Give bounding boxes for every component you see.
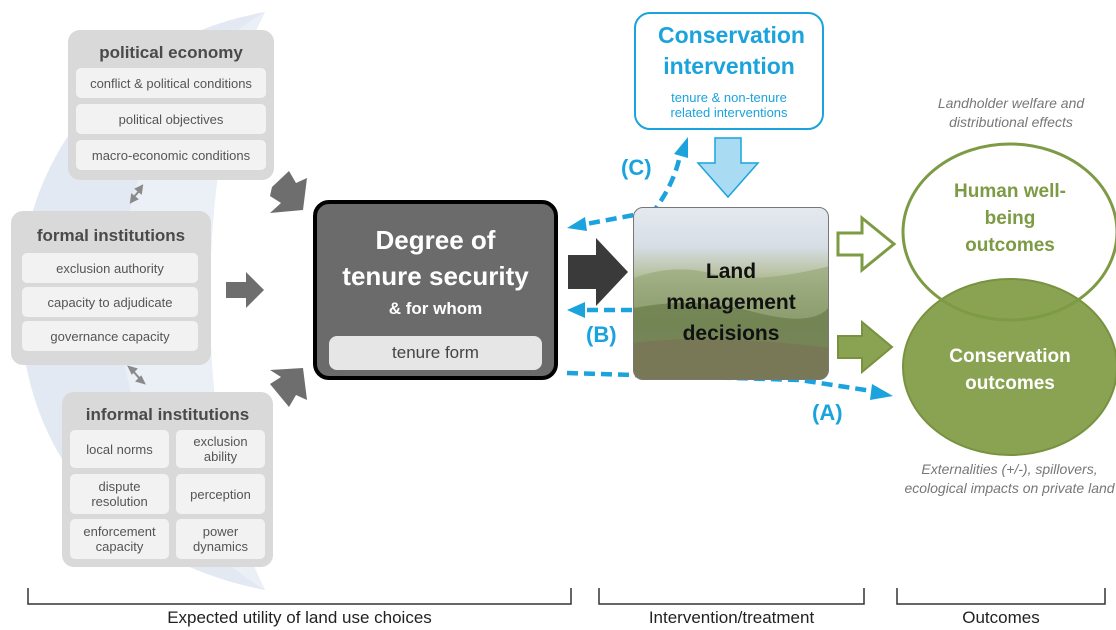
bottom-label-outcomes: Outcomes bbox=[962, 608, 1040, 627]
human-wellbeing-label: Human well-being outcomes bbox=[954, 181, 1066, 256]
political-economy-item: macro-economic conditions bbox=[76, 140, 266, 170]
informal-institutions-item: exclusion ability bbox=[176, 430, 265, 468]
arrow-informal-to-tenure bbox=[270, 368, 307, 407]
path-label-a: (A) bbox=[812, 400, 843, 425]
connector-political-formal bbox=[129, 184, 144, 204]
tenure-security-subtitle: & for whom bbox=[388, 299, 483, 318]
formal-institutions-item: exclusion authority bbox=[22, 253, 198, 283]
bottom-label-intervention: Intervention/treatment bbox=[648, 608, 815, 627]
arrow-formal-to-tenure bbox=[226, 272, 264, 308]
human-wellbeing-circle bbox=[901, 142, 1116, 322]
political-economy-title: political economy bbox=[99, 43, 243, 62]
arrow-political-to-tenure bbox=[270, 171, 307, 213]
arrow-tenure-to-land bbox=[568, 238, 628, 306]
land-management-title: Land management decisions bbox=[666, 260, 796, 345]
arrow-intervention-to-land bbox=[696, 137, 760, 199]
bracket-outcomes bbox=[896, 588, 1106, 605]
political-economy-item: political objectives bbox=[76, 104, 266, 134]
arrow-land-to-human bbox=[836, 214, 897, 274]
bracket-utility bbox=[27, 588, 572, 605]
bracket-intervention bbox=[598, 588, 865, 605]
informal-institutions-item: local norms bbox=[70, 430, 169, 468]
formal-institutions-title: formal institutions bbox=[36, 226, 186, 245]
conservation-intervention-subtitle: tenure & non-tenure related intervention… bbox=[670, 90, 788, 120]
conservation-circle bbox=[902, 278, 1116, 456]
tenure-security-box: Degree of tenure security & for whom ten… bbox=[313, 200, 558, 380]
bottom-label-utility: Expected utility of land use choices bbox=[167, 608, 432, 627]
land-management-box: Land management decisions bbox=[633, 207, 829, 380]
informal-institutions-item: enforcement capacity bbox=[70, 519, 169, 559]
formal-institutions-item: governance capacity bbox=[22, 321, 198, 351]
conservation-outcomes-label: Conservation outcomes bbox=[949, 346, 1071, 394]
landscape-image bbox=[634, 266, 828, 379]
informal-institutions-item: dispute resolution bbox=[70, 474, 169, 514]
political-economy-item: conflict & political conditions bbox=[76, 68, 266, 98]
connector-formal-informal bbox=[127, 365, 146, 385]
externalities-note: Externalities (+/-), spillovers, ecologi… bbox=[904, 461, 1115, 496]
informal-institutions-title: informal institutions bbox=[85, 405, 250, 424]
tenure-form-label: tenure form bbox=[329, 336, 542, 370]
informal-institutions-item: perception bbox=[176, 474, 265, 514]
political-economy-group: political economy conflict & political c… bbox=[68, 30, 274, 180]
welfare-note: Landholder welfare and distributional ef… bbox=[937, 95, 1085, 130]
arrow-land-to-conservation bbox=[837, 319, 894, 375]
path-label-c: (C) bbox=[621, 155, 652, 180]
tenure-security-title: Degree of tenure security bbox=[342, 225, 529, 291]
informal-institutions-item: power dynamics bbox=[176, 519, 265, 559]
dashed-arrow-c bbox=[649, 149, 684, 217]
informal-institutions-group: informal institutions local norms exclus… bbox=[62, 392, 273, 567]
path-label-b: (B) bbox=[586, 322, 617, 347]
conservation-intervention-title: Conservation intervention bbox=[658, 22, 805, 79]
conservation-intervention-box: Conservation intervention tenure & non-t… bbox=[634, 12, 824, 130]
formal-institutions-item: capacity to adjudicate bbox=[22, 287, 198, 317]
formal-institutions-group: formal institutions exclusion authority … bbox=[11, 211, 211, 365]
